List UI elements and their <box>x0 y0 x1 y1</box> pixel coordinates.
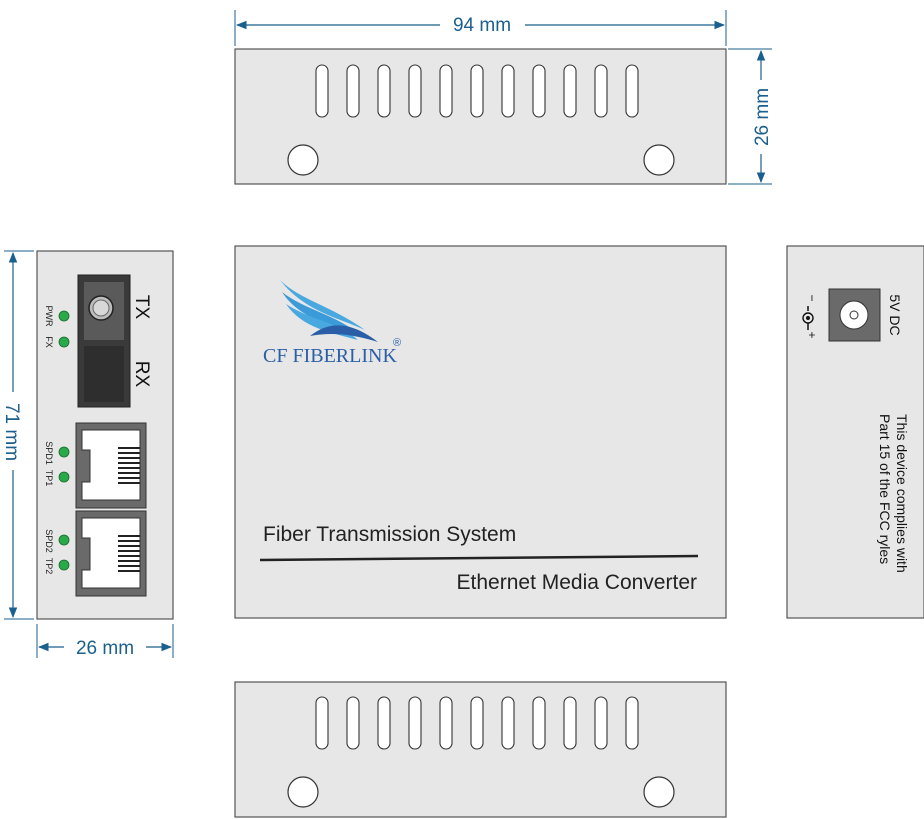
led-tp1 <box>58 471 70 483</box>
top-vent-slot <box>532 64 546 118</box>
logo-wing-2 <box>282 292 362 336</box>
bottom-vent-slot <box>408 696 422 750</box>
bottom-vent-slot <box>625 696 639 750</box>
rx-label: RX <box>131 361 152 388</box>
bottom-vent-slot <box>501 696 515 750</box>
led-tp2 <box>58 559 70 571</box>
rj45-port-1-pins <box>118 447 140 484</box>
bottom-vent-slot <box>532 696 546 750</box>
led-fx <box>58 336 70 348</box>
polarity-icon: − + <box>802 294 819 339</box>
top-vent-slot <box>594 64 608 118</box>
polarity-plus: + <box>805 331 819 338</box>
logo-wing-1 <box>280 280 365 330</box>
dimension-side-width: 26 mm <box>36 624 174 659</box>
top-vent-slot <box>439 64 453 118</box>
bottom-vent-slot <box>377 696 391 750</box>
top-vent-slot <box>563 64 577 118</box>
top-vent-slot <box>625 64 639 118</box>
led-pwr <box>58 310 70 322</box>
tx-label: TX <box>131 295 152 320</box>
brand-logo-icon <box>280 280 378 342</box>
front-panel: TX RX PWR FX SPD1 TP1 SPD2 TP2 <box>36 250 174 620</box>
bottom-vent-slot <box>346 696 360 750</box>
dimension-height: 26 mm <box>728 48 773 185</box>
registered-mark: ® <box>393 337 401 349</box>
dimension-depth: 71 mm <box>1 250 34 620</box>
led-pwr-label: PWR <box>44 306 54 327</box>
led-fx-label: FX <box>44 336 54 348</box>
product-subtitle: Ethernet Media Converter <box>457 571 697 594</box>
bottom-screw-hole-left <box>287 776 319 808</box>
top-vent-slot <box>346 64 360 118</box>
led-spd1-label: SPD1 <box>44 441 54 465</box>
dimension-width: 94 mm <box>234 10 727 46</box>
top-vent-slot <box>470 64 484 118</box>
top-screw-hole-left <box>287 144 319 176</box>
led-tp1-label: TP1 <box>44 470 54 487</box>
dimension-height-label: 26 mm <box>752 88 773 146</box>
top-vent-slot <box>315 64 329 118</box>
bottom-vent-slot <box>563 696 577 750</box>
top-side-panel <box>234 48 727 185</box>
rj45-port-1-socket <box>81 429 141 501</box>
title-divider <box>259 554 699 562</box>
led-spd2 <box>58 534 70 546</box>
bottom-screw-hole-right <box>643 776 675 808</box>
led-tp2-label: TP2 <box>44 558 54 575</box>
polarity-dot <box>806 316 810 320</box>
dc-jack-pin <box>849 310 859 320</box>
rj45-port-2-socket <box>81 517 141 589</box>
dimension-width-label: 94 mm <box>453 15 511 36</box>
top-vent-slot <box>501 64 515 118</box>
top-cover: CF FIBERLINK ® Fiber Transmission System… <box>234 245 727 619</box>
bottom-vent-group <box>315 696 639 750</box>
polarity-minus: − <box>805 294 819 301</box>
led-spd2-label: SPD2 <box>44 529 54 553</box>
brand-name: CF FIBERLINK <box>263 345 397 367</box>
fcc-notice-line-1: This device complies with <box>894 414 910 573</box>
bottom-vent-slot <box>439 696 453 750</box>
product-title: Fiber Transmission System <box>263 523 516 546</box>
logo-wing-4 <box>310 325 378 342</box>
led-spd1 <box>58 446 70 458</box>
dimension-side-width-label: 26 mm <box>76 638 134 659</box>
fcc-notice-line-2: Part 15 of the FCC ryles <box>877 414 893 564</box>
top-vent-slot <box>408 64 422 118</box>
fiber-tx-ferrule-inner <box>92 299 110 317</box>
rj45-port-2-pins <box>118 535 140 572</box>
fiber-rx-port[interactable] <box>84 346 124 402</box>
bottom-vent-slot <box>315 696 329 750</box>
top-vent-group <box>315 64 639 118</box>
power-label: 5V DC <box>887 294 903 335</box>
top-vent-slot <box>377 64 391 118</box>
rear-panel: 5V DC − + This device complies with Part… <box>786 245 924 619</box>
bottom-side-panel <box>234 681 727 818</box>
top-screw-hole-right <box>643 144 675 176</box>
bottom-vent-slot <box>470 696 484 750</box>
dimension-depth-label: 71 mm <box>1 403 22 461</box>
bottom-vent-slot <box>594 696 608 750</box>
